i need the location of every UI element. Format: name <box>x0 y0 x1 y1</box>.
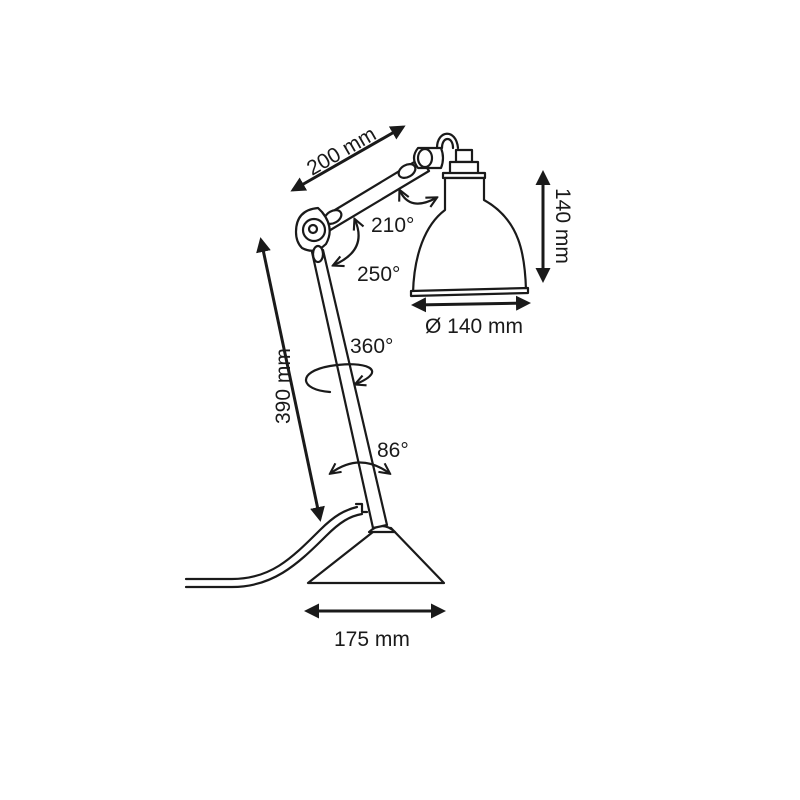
dimension-stem-length: 390 mm <box>256 237 325 522</box>
arm-length-label: 200 mm <box>303 122 380 180</box>
angle-elbow-rotation: 250° <box>334 220 400 286</box>
base-diameter-label: 175 mm <box>334 628 410 651</box>
elbow-rotation-label: 250° <box>357 263 400 286</box>
angle-base-tilt: 86° <box>331 439 409 473</box>
lamp-stem <box>310 248 389 530</box>
dimension-base-diameter: 175 mm <box>304 603 446 651</box>
base-tilt-label: 86° <box>377 439 409 462</box>
head-joint <box>412 132 460 170</box>
angle-head-rotation: 210° <box>371 191 436 237</box>
power-cable <box>184 505 364 589</box>
angle-stem-rotation: 360° <box>304 335 393 394</box>
shade-diameter-label: Ø 140 mm <box>425 315 523 338</box>
dimension-shade-height: 140 mm <box>535 170 574 283</box>
stem-length-label: 390 mm <box>272 348 295 424</box>
head-rotation-label: 210° <box>371 214 414 237</box>
lamp-shade <box>409 148 530 298</box>
dimension-shade-diameter: Ø 140 mm <box>411 295 531 338</box>
stem-rotation-label: 360° <box>350 335 393 358</box>
shade-height-label: 140 mm <box>551 188 574 264</box>
